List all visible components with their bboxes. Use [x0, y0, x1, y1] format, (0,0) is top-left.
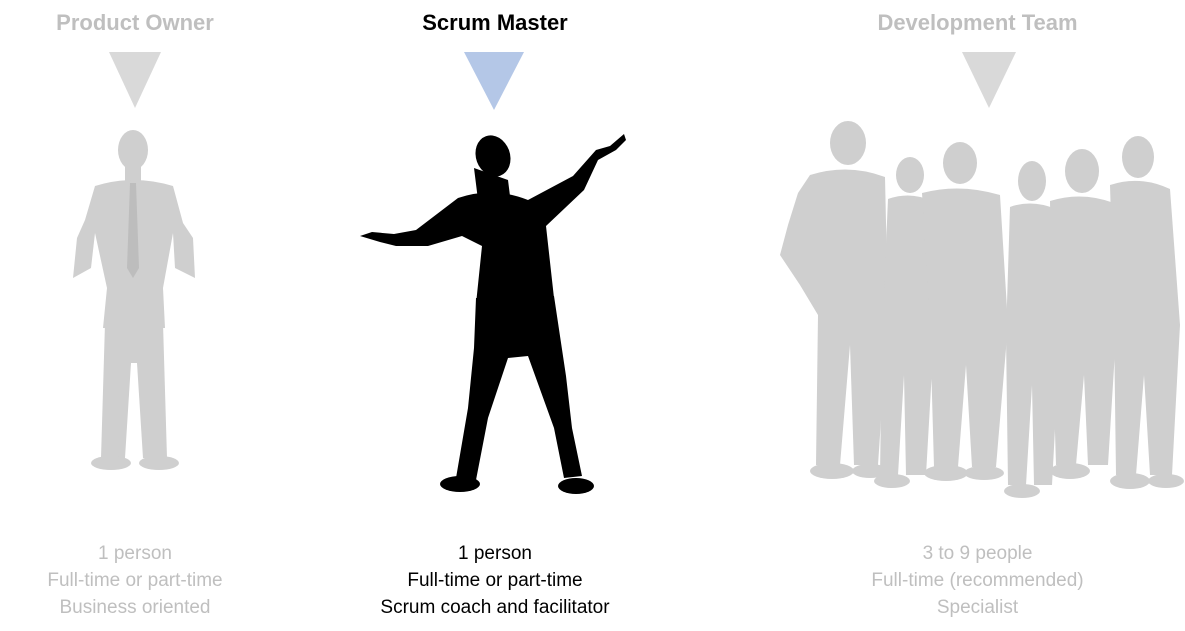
role-size: 1 person: [98, 543, 172, 564]
role-title: Product Owner: [56, 10, 214, 35]
triangle-down-icon: [962, 52, 1016, 108]
role-description: 3 to 9 people Full-time (recommended) Sp…: [770, 540, 1185, 621]
role-scrum-master: Scrum Master 1 person Full-time or part-…: [350, 0, 640, 631]
role-focus: Scrum coach and facilitator: [380, 597, 610, 618]
role-description: 1 person Full-time or part-time Scrum co…: [350, 540, 640, 621]
triangle-down-icon: [464, 52, 524, 110]
triangle-down-icon: [109, 52, 161, 108]
role-description: 1 person Full-time or part-time Business…: [0, 540, 270, 621]
role-focus: Business oriented: [59, 597, 211, 618]
role-development-team: Development Team: [770, 0, 1185, 631]
role-size: 3 to 9 people: [922, 543, 1033, 564]
role-focus: Specialist: [936, 597, 1019, 618]
role-commitment: Full-time or part-time: [47, 570, 223, 591]
role-title: Scrum Master: [422, 10, 568, 35]
role-commitment: Full-time or part-time: [407, 570, 583, 591]
role-title: Development Team: [877, 10, 1078, 35]
role-commitment: Full-time (recommended): [871, 570, 1084, 591]
businessman-silhouette-icon: [73, 130, 195, 470]
shrugging-man-silhouette-icon: [360, 134, 626, 494]
role-product-owner: Product Owner 1 person Full-time or part…: [0, 0, 270, 631]
role-size: 1 person: [458, 543, 532, 564]
group-of-people-silhouette-icon: [780, 121, 1184, 498]
